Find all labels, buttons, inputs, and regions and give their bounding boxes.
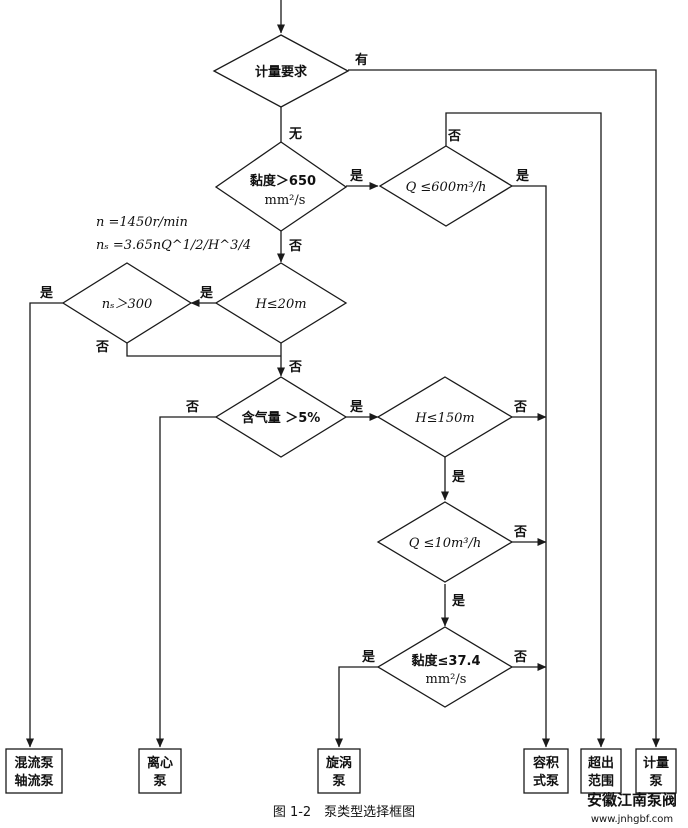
watermark-logo: 安徽江南泵阀 www.jnhgbf.com — [587, 791, 677, 825]
viscosity-37-no-label: 否 — [513, 650, 527, 665]
result-out-of-range-line2: 范围 — [588, 773, 614, 789]
head-20-no-label: 否 — [288, 360, 302, 375]
watermark-line2: www.jnhgbf.com — [591, 814, 673, 825]
decision-flow-10: Q ≤10m³/h — [376, 501, 514, 583]
result-mixed-axial-line1: 混流泵 — [14, 755, 53, 771]
result-metering-pump-line2: 泵 — [649, 774, 662, 789]
flow-600-yes-label: 是 — [515, 169, 530, 184]
gas-5-yes-label: 是 — [349, 400, 364, 415]
result-vortex-pump: 旋涡 泵 — [317, 748, 361, 794]
head-150-no-label: 否 — [513, 400, 527, 415]
decision-flow-600: Q ≤600m³/h — [378, 145, 514, 227]
watermark-line1: 安徽江南泵阀 — [587, 791, 677, 809]
result-mixed-axial-line2: 轴流泵 — [14, 773, 53, 789]
result-centrifugal-pump: 离心 泵 — [138, 748, 182, 794]
decision-head-150-label: H≤150m — [414, 411, 474, 426]
viscosity-650-yes-label: 是 — [349, 169, 364, 184]
decision-gas-5-label: 含气量 ＞5% — [241, 410, 321, 426]
connectors — [26, 0, 660, 748]
metering-yes-label: 有 — [355, 52, 368, 68]
decision-ns-300: nₛ＞300 — [61, 262, 193, 344]
result-positive-displacement-line2: 式泵 — [533, 773, 559, 789]
decision-viscosity-37-line2: mm²/s — [426, 672, 467, 687]
decision-viscosity-650: 黏度＞650 mm²/s — [214, 141, 348, 232]
decision-flow-10-label: Q ≤10m³/h — [409, 536, 482, 551]
decision-head-150: H≤150m — [376, 376, 514, 458]
ns-300-yes-label: 是 — [39, 286, 54, 301]
specific-speed-formula: n =1450r/min nₛ =3.65nQ^1/2/H^3/4 — [96, 215, 251, 253]
result-positive-displacement-line1: 容积 — [532, 755, 559, 771]
decision-gas-5: 含气量 ＞5% — [214, 376, 348, 458]
decision-viscosity-650-line2: mm²/s — [265, 193, 306, 208]
result-out-of-range-line1: 超出 — [588, 755, 614, 771]
ns-300-no-label: 否 — [95, 340, 109, 355]
decision-viscosity-37: 黏度≤37.4 mm²/s — [376, 626, 514, 708]
metering-no-label: 无 — [288, 127, 302, 142]
result-centrifugal-line2: 泵 — [153, 774, 166, 789]
decision-viscosity-37-line1: 黏度≤37.4 — [412, 653, 481, 669]
result-out-of-range: 超出 范围 — [580, 748, 622, 794]
decision-metering: 计量要求 — [212, 34, 350, 108]
decision-head-20: H≤20m — [214, 262, 348, 344]
result-positive-displacement-pump: 容积 式泵 — [523, 748, 569, 794]
decision-ns-300-label: nₛ＞300 — [102, 297, 153, 312]
result-vortex-line1: 旋涡 — [325, 755, 352, 771]
result-mixed-axial-pump: 混流泵 轴流泵 — [5, 748, 63, 794]
result-vortex-line2: 泵 — [332, 774, 345, 789]
formula-line2: nₛ =3.65nQ^1/2/H^3/4 — [96, 238, 251, 253]
branch-labels: 有 无 是 否 否 是 是 否 是 否 否 是 否 是 否 是 否 是 — [39, 52, 530, 665]
decision-metering-label: 计量要求 — [255, 64, 308, 80]
result-metering-pump: 计量 泵 — [635, 748, 677, 794]
result-metering-pump-line1: 计量 — [643, 755, 669, 771]
result-centrifugal-line1: 离心 — [147, 755, 173, 771]
flow-10-no-label: 否 — [513, 525, 527, 540]
decision-head-20-label: H≤20m — [254, 297, 306, 312]
viscosity-650-no-label: 否 — [288, 239, 302, 254]
decision-flow-600-label: Q ≤600m³/h — [406, 180, 487, 195]
head-150-yes-label: 是 — [451, 470, 466, 485]
flow-10-yes-label: 是 — [451, 594, 466, 609]
decision-viscosity-650-line1: 黏度＞650 — [250, 173, 316, 189]
head-20-yes-label: 是 — [199, 286, 214, 301]
formula-line1: n =1450r/min — [96, 215, 188, 230]
viscosity-37-yes-label: 是 — [361, 650, 376, 665]
figure-caption: 图 1-2 泵类型选择框图 — [273, 805, 415, 820]
flow-600-no-label: 否 — [447, 129, 461, 144]
gas-5-no-label: 否 — [185, 400, 199, 415]
